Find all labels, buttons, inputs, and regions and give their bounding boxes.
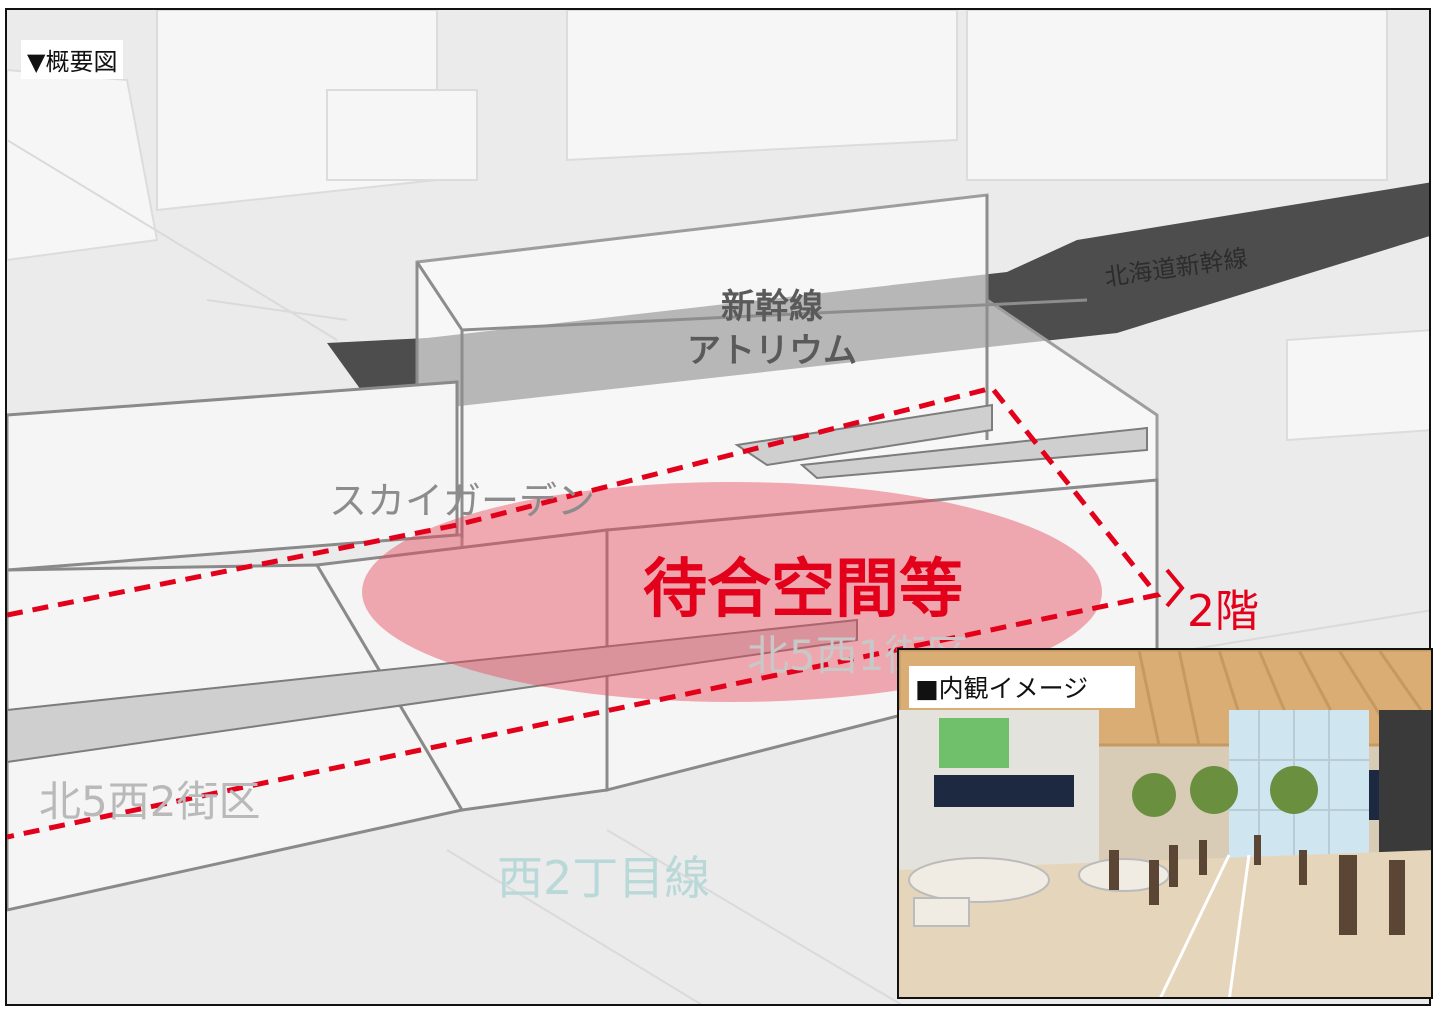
seating-benches (908, 857, 1170, 927)
green-screen (939, 718, 1009, 768)
floor-label: 2階 (1187, 586, 1259, 637)
overview-title: ▼概要図 (21, 40, 124, 79)
interior-image-inset: ■内観イメージ (897, 648, 1433, 999)
sky-garden-deck (7, 380, 1159, 912)
people (1109, 835, 1405, 935)
background-buildings (7, 10, 1429, 442)
block-n5w2-label: 北5西2街区 (39, 777, 261, 826)
street-w2-label: 西2丁目線 (497, 851, 711, 905)
diagram-canvas (7, 10, 1429, 1004)
floor-pointer-arrow (1165, 568, 1185, 608)
deck-rails (7, 403, 1148, 764)
overview-diagram: ▼概要図 新幹線 アトリウム 北海道新幹線 スカイガーデン 待合空間等 2階 北… (5, 8, 1431, 1006)
trees (1132, 766, 1318, 817)
waiting-space-label: 待合空間等 (643, 553, 963, 627)
floor-2-outline (7, 385, 1162, 840)
floor-guide-lines (1159, 854, 1251, 997)
sky-garden-label: スカイガーデン (329, 479, 596, 523)
atrium-label: 新幹線 アトリウム (687, 287, 857, 371)
interior-image-title: ■内観イメージ (909, 666, 1135, 708)
departure-board (934, 775, 1074, 807)
